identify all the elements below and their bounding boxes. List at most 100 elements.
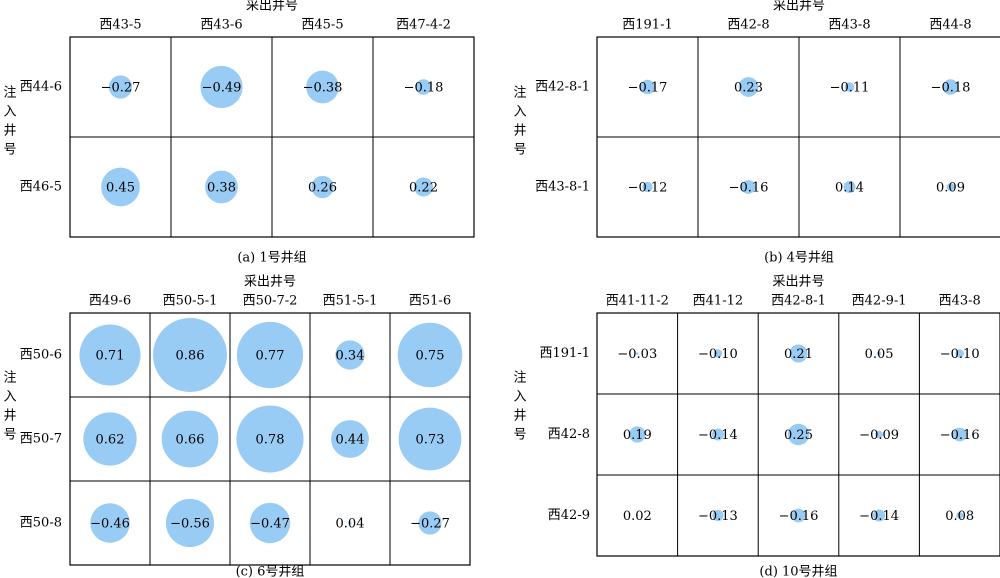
value-label-3-3-1: −0.46 bbox=[90, 517, 130, 532]
panel-frame-4 bbox=[596, 312, 1000, 557]
bubble-1-1-2 bbox=[200, 65, 243, 109]
bubble-4-2-1 bbox=[629, 426, 646, 443]
bubble-1-1-3 bbox=[306, 70, 339, 104]
bubble-3-1-3 bbox=[236, 321, 304, 389]
bubble-4-1-2 bbox=[713, 349, 723, 358]
value-label-4-3-4: −0.14 bbox=[859, 509, 899, 524]
bubble-4-2-2 bbox=[711, 428, 724, 441]
value-label-4-1-2: −0.10 bbox=[698, 347, 738, 362]
x-axis-title-3: 采出井号 bbox=[244, 275, 296, 290]
bubble-3-2-5 bbox=[398, 407, 462, 471]
bubble-2-1-4 bbox=[942, 79, 959, 95]
row-label-1-1: 西44-6 bbox=[20, 80, 62, 95]
value-label-4-1-5: −0.10 bbox=[940, 347, 980, 362]
bubble-3-3-4 bbox=[348, 521, 352, 525]
row-label-2-1: 西42-8-1 bbox=[535, 80, 590, 95]
bubble-4-1-4 bbox=[876, 351, 882, 356]
column-label-2-4: 西44-8 bbox=[929, 18, 971, 33]
bubble-1-2-2 bbox=[205, 170, 238, 204]
y-axis-title-2: 注入井号 bbox=[513, 86, 526, 158]
value-label-2-2-4: 0.09 bbox=[936, 181, 965, 196]
panel-caption-1: (a) 1号井组 bbox=[237, 251, 306, 266]
value-label-2-2-2: −0.16 bbox=[729, 181, 769, 196]
value-label-4-2-2: −0.14 bbox=[698, 428, 738, 443]
bubble-3-1-2 bbox=[153, 318, 227, 392]
value-label-3-1-5: 0.75 bbox=[416, 349, 445, 364]
value-label-4-1-1: −0.03 bbox=[617, 347, 657, 362]
bubble-2-2-3 bbox=[843, 180, 856, 194]
column-label-3-2: 西50-5-1 bbox=[163, 294, 218, 309]
value-label-1-2-3: 0.26 bbox=[308, 181, 337, 196]
value-label-3-2-5: 0.73 bbox=[416, 433, 445, 448]
row-label-4-2: 西42-8 bbox=[548, 427, 590, 442]
row-label-4-3: 西42-9 bbox=[548, 508, 590, 523]
value-label-1-2-1: 0.45 bbox=[106, 181, 135, 196]
bubble-3-1-1 bbox=[79, 324, 141, 386]
bubble-4-2-4 bbox=[875, 430, 883, 439]
column-label-2-1: 西191-1 bbox=[622, 18, 672, 33]
bubble-2-1-1 bbox=[640, 79, 655, 95]
column-label-1-3: 西45-5 bbox=[301, 18, 343, 33]
value-label-2-1-2: 0.23 bbox=[734, 81, 763, 96]
panel-caption-2: (b) 4号井组 bbox=[764, 251, 834, 266]
column-label-3-4: 西51-5-1 bbox=[323, 294, 378, 309]
bubble-4-3-2 bbox=[712, 509, 724, 522]
x-axis-title-2: 采出井号 bbox=[773, 0, 825, 14]
value-label-4-2-4: −0.09 bbox=[859, 428, 899, 443]
bubble-3-3-3 bbox=[249, 502, 291, 544]
bubble-2-2-2 bbox=[741, 180, 756, 194]
row-label-2-2: 西43-8-1 bbox=[535, 180, 590, 195]
bubble-4-1-3 bbox=[789, 344, 808, 363]
row-label-4-1: 西191-1 bbox=[540, 346, 590, 361]
value-label-2-1-3: −0.11 bbox=[830, 81, 870, 96]
value-label-1-1-4: −0.18 bbox=[404, 81, 444, 96]
value-label-1-1-2: −0.49 bbox=[202, 81, 242, 96]
bubble-4-3-5 bbox=[956, 512, 964, 519]
column-label-1-4: 西47-4-2 bbox=[396, 18, 451, 33]
bubble-4-2-3 bbox=[787, 423, 810, 446]
bubble-4-1-1 bbox=[636, 352, 639, 355]
value-label-4-2-1: 0.19 bbox=[623, 428, 652, 443]
y-axis-title-3: 注入井号 bbox=[3, 371, 16, 443]
column-label-1-2: 西43-6 bbox=[200, 18, 242, 33]
value-label-4-3-2: −0.13 bbox=[698, 509, 738, 524]
value-label-3-2-4: 0.44 bbox=[336, 433, 365, 448]
bubble-4-3-1 bbox=[636, 514, 639, 517]
bubble-3-3-1 bbox=[90, 503, 130, 543]
bubble-1-2-4 bbox=[414, 177, 433, 197]
panel-caption-4: (d) 10号井组 bbox=[759, 565, 837, 578]
value-label-2-1-1: −0.17 bbox=[628, 81, 668, 96]
value-label-3-2-2: 0.66 bbox=[176, 433, 205, 448]
value-label-3-1-2: 0.86 bbox=[176, 349, 205, 364]
value-label-2-2-1: −0.12 bbox=[628, 181, 668, 196]
value-label-1-2-4: 0.22 bbox=[409, 181, 438, 196]
bubble-2-1-3 bbox=[844, 82, 855, 92]
bubble-3-3-5 bbox=[418, 511, 442, 535]
column-label-2-2: 西42-8 bbox=[727, 18, 769, 33]
column-label-4-3: 西42-8-1 bbox=[771, 294, 826, 309]
bubble-1-1-4 bbox=[415, 79, 432, 95]
column-label-4-4: 西42-9-1 bbox=[852, 294, 907, 309]
value-label-3-1-3: 0.77 bbox=[256, 349, 285, 364]
value-label-3-1-4: 0.34 bbox=[336, 349, 365, 364]
value-label-3-2-3: 0.78 bbox=[256, 433, 285, 448]
row-label-3-2: 西50-7 bbox=[20, 432, 62, 447]
column-label-2-3: 西43-8 bbox=[828, 18, 870, 33]
value-label-4-3-3: −0.16 bbox=[779, 509, 819, 524]
panel-caption-3: (c) 6号井组 bbox=[236, 565, 305, 578]
bubble-3-2-1 bbox=[83, 412, 137, 466]
bubble-3-2-2 bbox=[161, 410, 219, 468]
bubble-3-2-4 bbox=[331, 420, 369, 458]
x-axis-title-4: 采出井号 bbox=[772, 275, 824, 290]
value-label-4-3-1: 0.02 bbox=[623, 509, 652, 524]
value-label-4-2-5: −0.16 bbox=[940, 428, 980, 443]
value-label-3-3-2: −0.56 bbox=[170, 517, 210, 532]
value-label-1-1-3: −0.38 bbox=[303, 81, 343, 96]
bubble-4-1-5 bbox=[955, 349, 964, 358]
value-label-3-1-1: 0.71 bbox=[96, 349, 125, 364]
bubble-3-3-2 bbox=[165, 498, 215, 548]
row-label-1-2: 西46-5 bbox=[20, 180, 62, 195]
column-label-4-2: 西41-12 bbox=[693, 294, 743, 309]
value-label-3-2-1: 0.62 bbox=[96, 433, 125, 448]
